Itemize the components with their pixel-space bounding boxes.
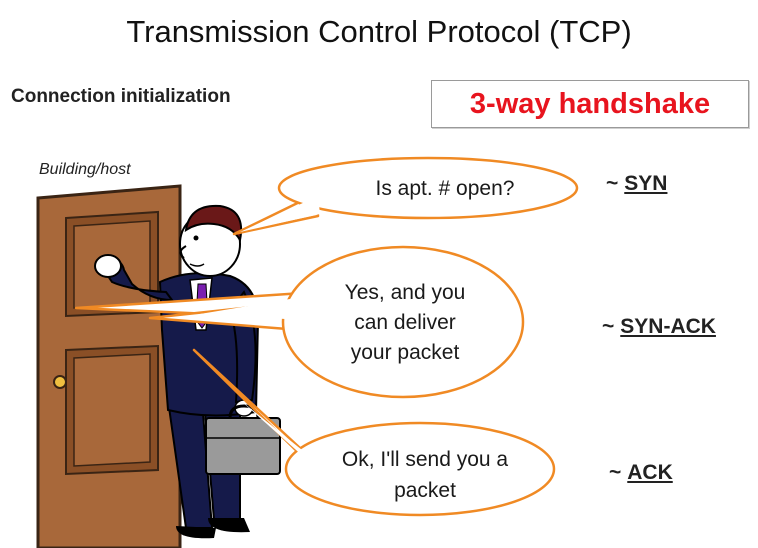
bubble-syn-text: Is apt. # open? — [305, 174, 585, 204]
step-syn: ~SYN — [606, 172, 667, 196]
handshake-badge: 3-way handshake — [431, 80, 749, 128]
bubble-ack-text: Ok, I'll send you a packet — [295, 444, 555, 506]
host-label: Building/host — [39, 161, 131, 178]
bubble-syn-ack-line-2: can deliver — [354, 311, 456, 334]
step-syn-ack: ~SYN-ACK — [602, 315, 716, 339]
step-syn-tilde: ~ — [606, 172, 619, 195]
bubble-syn-ack-line-3: your packet — [350, 341, 460, 364]
handshake-badge-text: 3-way handshake — [469, 88, 711, 120]
step-syn-label: SYN — [624, 172, 668, 195]
speech-bubble-syn-ack — [74, 245, 525, 399]
step-ack: ~ACK — [609, 461, 673, 485]
speech-bubble-ack — [192, 348, 556, 517]
step-ack-label: ACK — [627, 461, 673, 484]
diagram-title: Transmission Control Protocol (TCP) — [126, 14, 632, 49]
step-ack-tilde: ~ — [609, 461, 622, 484]
step-syn-ack-tilde: ~ — [602, 315, 615, 338]
bubble-syn-ack-line-1: Yes, and you — [344, 281, 466, 304]
bubble-syn-line: Is apt. # open? — [375, 177, 515, 200]
step-syn-ack-label: SYN-ACK — [620, 315, 716, 338]
door-knob — [53, 375, 67, 389]
bubble-ack-line-1: Ok, I'll send you a — [341, 448, 509, 471]
door-illustration — [36, 184, 182, 548]
section-subtitle: Connection initialization — [11, 86, 231, 107]
bubble-ack-line-2: packet — [394, 479, 456, 502]
bubble-syn-ack-text: Yes, and you can deliver your packet — [290, 278, 520, 368]
briefcase-icon — [205, 404, 281, 475]
speech-bubble-syn — [232, 156, 579, 236]
